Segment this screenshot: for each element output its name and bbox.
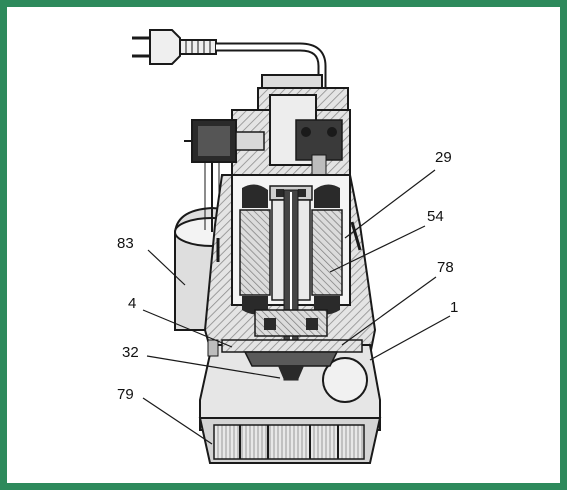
callout-78: 78 — [437, 259, 454, 276]
callout-4: 4 — [128, 295, 137, 312]
callout-54: 54 — [427, 208, 444, 225]
callout-29: 29 — [435, 149, 452, 166]
callout-79: 79 — [117, 386, 134, 403]
terminal-block — [184, 119, 265, 163]
callout-83: 83 — [117, 235, 134, 252]
power-plug-icon — [132, 29, 217, 65]
callout-1: 1 — [450, 299, 459, 316]
impeller — [243, 351, 339, 380]
callout-leaders — [142, 169, 451, 445]
cable-gland — [295, 119, 343, 176]
callout-32: 32 — [122, 344, 139, 361]
shaft-seal — [221, 309, 363, 353]
